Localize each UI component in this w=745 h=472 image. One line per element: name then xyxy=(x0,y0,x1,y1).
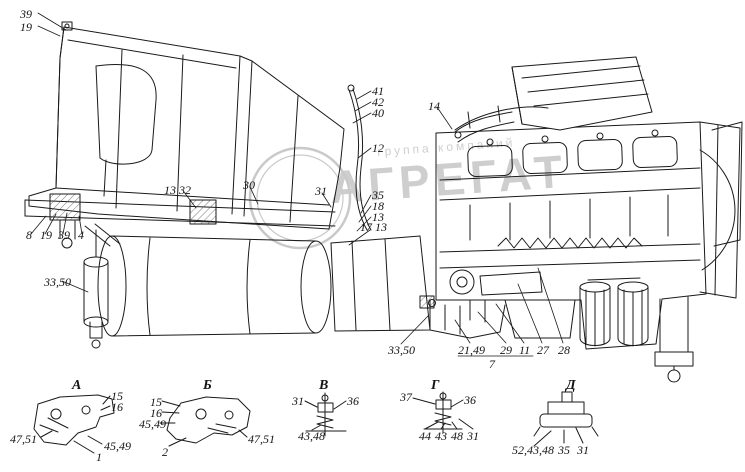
callout-label: 19 xyxy=(40,228,52,242)
callout-label: 39 xyxy=(20,7,32,21)
callout-label: 28 xyxy=(558,343,570,357)
callout-label: 27 xyxy=(537,343,549,357)
callout-label: 42 xyxy=(372,95,384,109)
callout-label: 47,51 xyxy=(10,432,37,446)
callout-label: 33,50 xyxy=(44,275,71,289)
callout-label: 31 xyxy=(292,394,304,408)
detail-view-g-drawing xyxy=(412,391,474,434)
fuel-pipe xyxy=(347,84,372,231)
callout-label: 12 xyxy=(372,141,384,155)
callout-label: 45,49 xyxy=(104,439,131,453)
callout-label: 41 xyxy=(372,84,384,98)
hydraulic-cylinder xyxy=(83,229,109,349)
callout-label: 14 xyxy=(428,99,440,113)
callout-label: 21,49 xyxy=(458,343,485,357)
detail-view-letter: В xyxy=(319,378,329,393)
callout-label: 15 xyxy=(150,395,162,409)
callout-label: 40 xyxy=(372,106,384,120)
callout-label: 45,49 xyxy=(139,417,166,431)
gearbox-cylinder xyxy=(97,235,332,337)
callout-label: 47,51 xyxy=(248,432,275,446)
detail-view-a-drawing xyxy=(33,394,115,454)
callout-label: 17 13 xyxy=(360,220,387,234)
fan-shroud xyxy=(654,121,743,383)
callout-label: 16 xyxy=(150,406,162,420)
callout-label: 31 xyxy=(577,443,589,457)
detail-view-b-drawing xyxy=(159,396,251,447)
callout-label: 43,48 xyxy=(298,429,325,443)
fuel-filters xyxy=(579,277,649,347)
callout-label: 48 xyxy=(451,429,463,443)
engine-mounts xyxy=(419,295,506,339)
callout-label: 33,50 xyxy=(388,343,415,357)
callout-label: 13 xyxy=(372,210,384,224)
callout-label: 43 xyxy=(435,429,447,443)
callout-label: 44 xyxy=(419,429,431,443)
engine-block xyxy=(435,56,707,350)
callout-label: 39 xyxy=(58,228,70,242)
detail-view-letter: Д xyxy=(566,378,576,393)
callout-label: 29 xyxy=(500,343,512,357)
callout-label: 52,43,48 xyxy=(512,443,554,457)
detail-view-letter: Г xyxy=(431,378,440,393)
callout-label: 18 xyxy=(372,199,384,213)
callout-label: 35 xyxy=(372,188,384,202)
detail-view-v-drawing xyxy=(304,392,347,437)
leader-lines xyxy=(30,12,564,357)
bell-housing xyxy=(330,235,431,332)
detail-view-d-drawing xyxy=(533,391,599,447)
callout-label: 35 xyxy=(558,443,570,457)
callout-label: 8 xyxy=(26,228,32,242)
detail-view-letter: Б xyxy=(203,378,212,393)
callout-label: 19 xyxy=(20,20,32,34)
callout-label: 31 xyxy=(315,184,327,198)
callout-label: 36 xyxy=(464,393,476,407)
callout-label: 4 xyxy=(78,228,84,242)
callout-label: 16 xyxy=(111,400,123,414)
callout-label: 31 xyxy=(467,429,479,443)
callout-label: 37 xyxy=(400,390,412,404)
callout-label: 7 xyxy=(489,357,495,371)
callout-label: 30 xyxy=(243,178,255,192)
callout-label: 11 xyxy=(519,343,531,357)
callout-label: 1 xyxy=(96,450,102,464)
callout-label: 36 xyxy=(347,394,359,408)
callout-label: 2 xyxy=(162,445,168,459)
detail-view-letter: А xyxy=(72,378,82,393)
callout-label: 13 32 xyxy=(164,183,191,197)
callout-label: 15 xyxy=(111,389,123,403)
